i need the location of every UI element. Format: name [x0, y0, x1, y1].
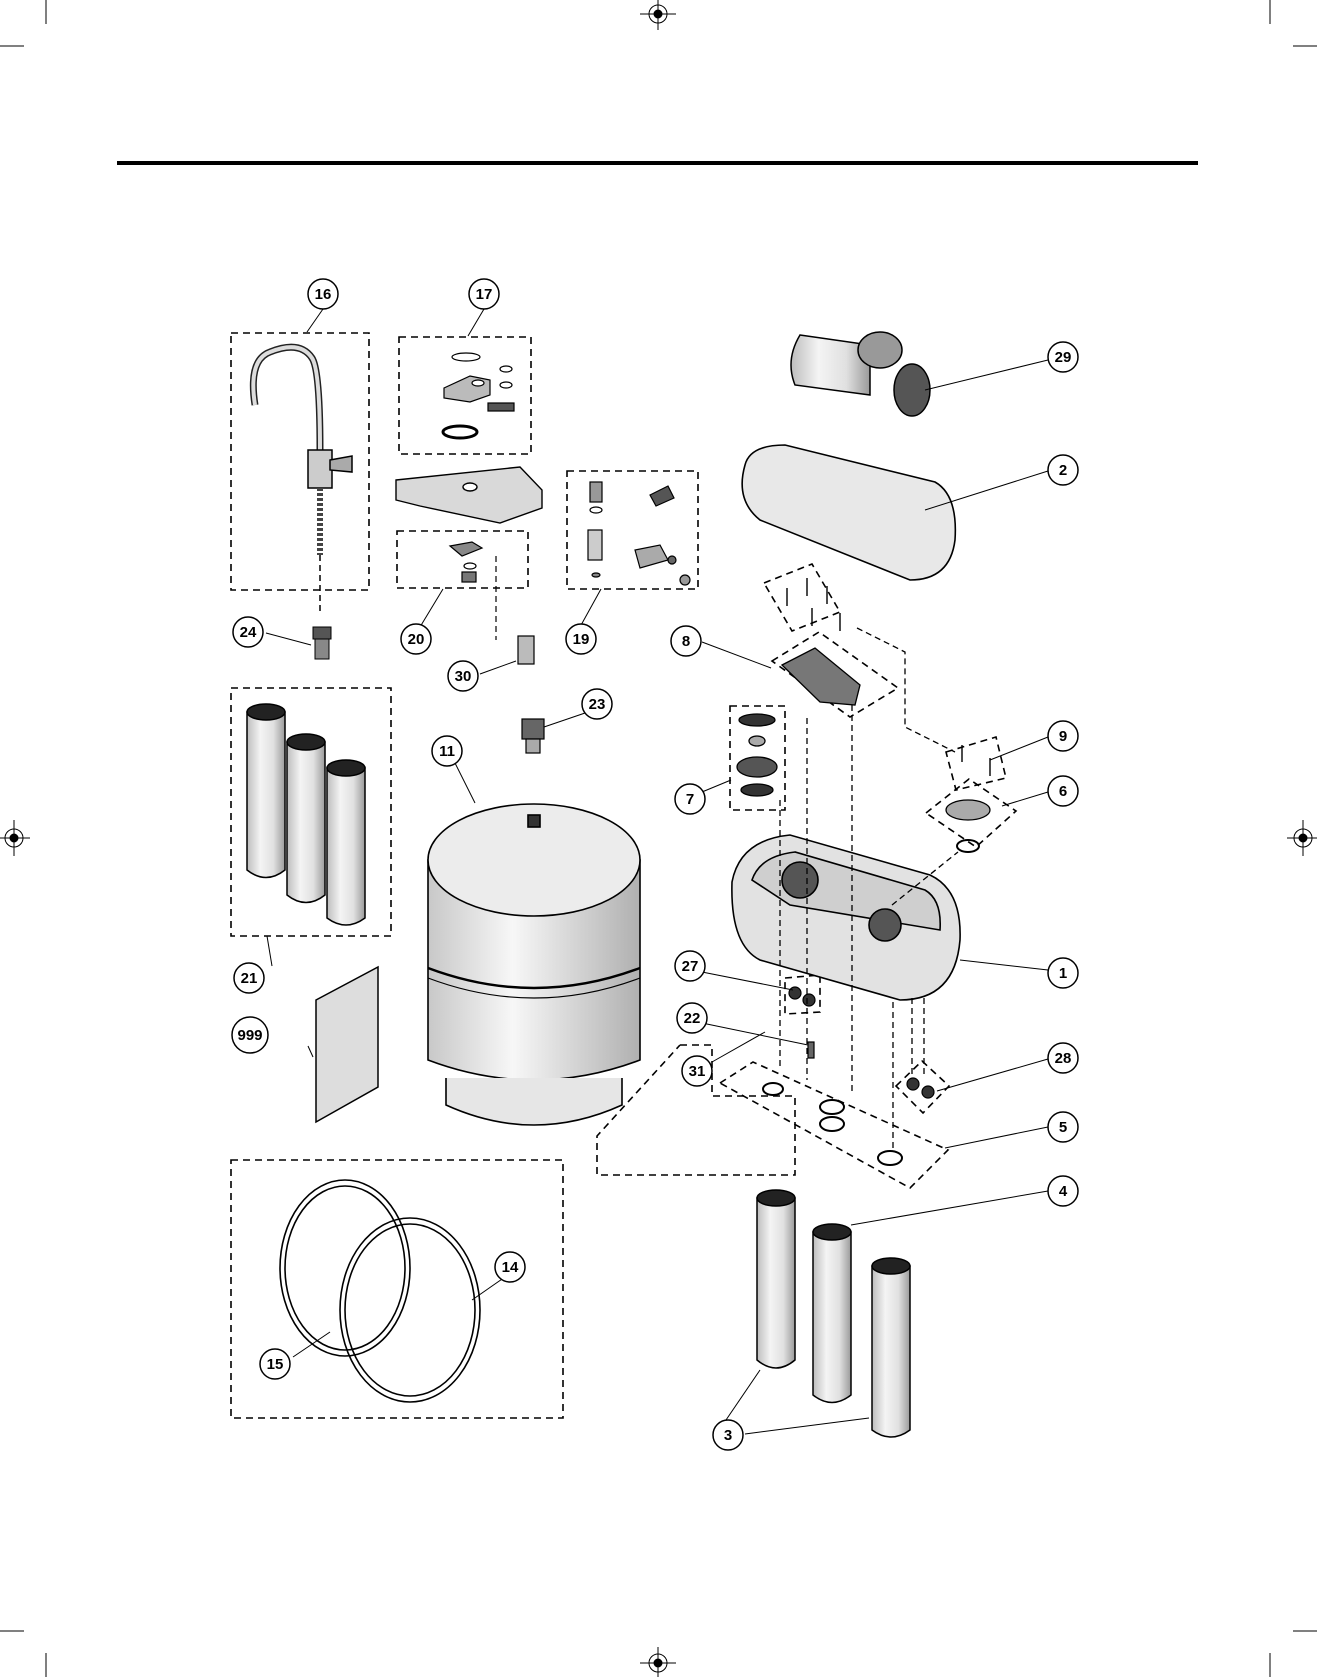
filter-cartridge-set-right — [757, 1190, 910, 1437]
crosshair-icon — [640, 0, 676, 30]
callout-number: 20 — [408, 631, 425, 648]
manifold-bracket — [782, 648, 860, 705]
callout-number: 23 — [589, 696, 606, 713]
callout-4: 4 — [1048, 1176, 1078, 1206]
callout-28: 28 — [1048, 1043, 1078, 1073]
callout-number: 29 — [1055, 349, 1072, 366]
callout-number: 5 — [1059, 1119, 1067, 1136]
callout-number: 1 — [1059, 965, 1067, 982]
storage-tank — [428, 804, 640, 1125]
callout-23: 23 — [582, 689, 612, 719]
callout-17: 17 — [469, 279, 499, 309]
callout-20: 20 — [401, 624, 431, 654]
quick-connect-fitting — [313, 627, 331, 659]
crosshair-icon — [0, 820, 30, 856]
faucet-hardware — [450, 542, 534, 664]
crosshair-icon — [1287, 820, 1317, 856]
gasket-plate — [946, 800, 990, 852]
callout-number: 999 — [237, 1027, 262, 1044]
tank-valve — [522, 719, 544, 753]
callout-number: 22 — [684, 1010, 701, 1027]
callout-7: 7 — [675, 784, 705, 814]
leader-lines — [266, 309, 1048, 1434]
callout-number: 11 — [439, 743, 455, 760]
callout-number: 2 — [1059, 462, 1067, 479]
callout-8: 8 — [671, 626, 701, 656]
callout-number: 30 — [455, 668, 472, 685]
callout-6: 6 — [1048, 776, 1078, 806]
callout-5: 5 — [1048, 1112, 1078, 1142]
callout-number: 4 — [1059, 1183, 1068, 1200]
mounting-plate — [396, 467, 542, 523]
callout-1: 1 — [1048, 958, 1078, 988]
crosshair-icon — [640, 1647, 676, 1677]
callout-30: 30 — [448, 661, 478, 691]
callout-number: 17 — [476, 286, 493, 303]
callout-27: 27 — [675, 951, 705, 981]
callout-number: 28 — [1055, 1050, 1072, 1067]
callout-9: 9 — [1048, 721, 1078, 751]
callout-number: 31 — [689, 1063, 706, 1080]
callout-number: 24 — [240, 624, 257, 641]
callout-21: 21 — [234, 963, 264, 993]
callout-number: 8 — [682, 633, 690, 650]
header-rule — [117, 161, 1198, 165]
callout-2: 2 — [1048, 455, 1078, 485]
drain-saddle — [791, 332, 930, 416]
valve-seal-stack — [737, 714, 777, 796]
callout-number: 14 — [502, 1259, 519, 1276]
callout-16: 16 — [308, 279, 338, 309]
housing-cover — [742, 445, 955, 580]
callout-number: 9 — [1059, 728, 1067, 745]
callout-19: 19 — [566, 624, 596, 654]
faucet-illustration — [253, 347, 352, 615]
callout-number: 21 — [241, 970, 258, 987]
tubing-coils — [280, 1180, 480, 1402]
callout-29: 29 — [1048, 342, 1078, 372]
callout-31: 31 — [682, 1056, 712, 1086]
callout-22: 22 — [677, 1003, 707, 1033]
callout-number: 27 — [682, 958, 699, 975]
callout-999: 999 — [232, 1017, 268, 1053]
callout-15: 15 — [260, 1349, 290, 1379]
callout-number: 15 — [267, 1356, 284, 1373]
callout-24: 24 — [233, 617, 263, 647]
callout-number: 19 — [573, 631, 590, 648]
faucet-mount-kit — [443, 353, 514, 438]
callout-14: 14 — [495, 1252, 525, 1282]
callout-number: 7 — [686, 791, 694, 808]
feed-valve-kit — [588, 482, 690, 585]
base-housing — [732, 835, 960, 1000]
callout-number: 3 — [724, 1427, 732, 1444]
callout-11: 11 — [432, 736, 462, 766]
callout-3: 3 — [713, 1420, 743, 1450]
o-rings — [763, 1083, 902, 1165]
filter-cartridge-set-left — [247, 704, 365, 925]
callout-number: 16 — [315, 286, 332, 303]
manual-booklet — [316, 967, 378, 1122]
callout-number: 6 — [1059, 783, 1067, 800]
